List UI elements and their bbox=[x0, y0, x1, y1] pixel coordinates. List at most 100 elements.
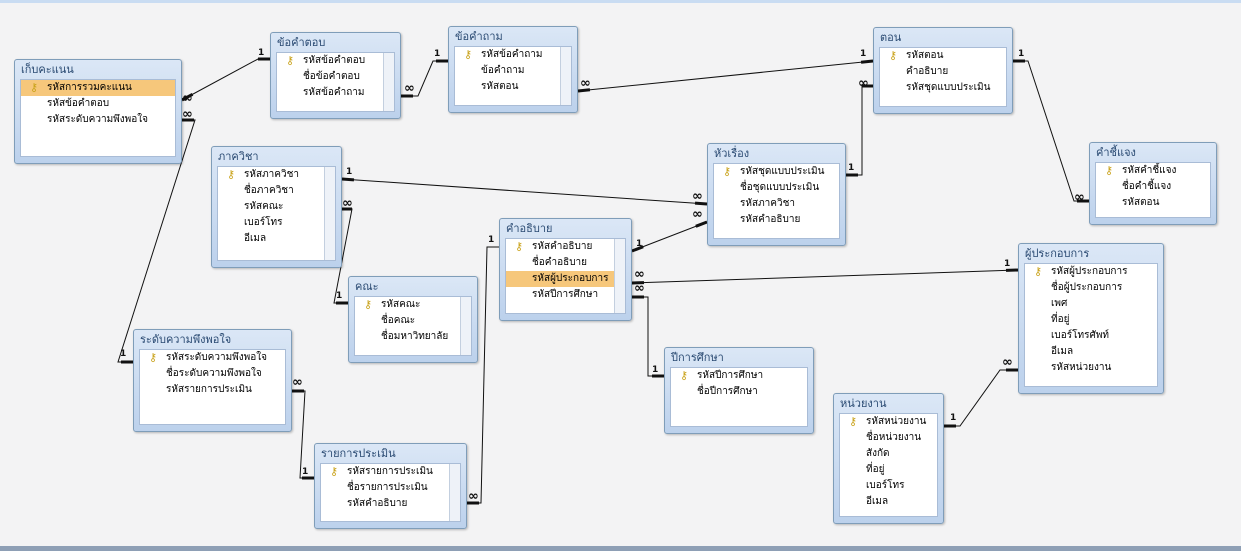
table-title[interactable]: ภาควิชา bbox=[218, 150, 259, 163]
field-row[interactable]: รหัสตอน bbox=[1096, 195, 1210, 211]
table-title[interactable]: คำอธิบาย bbox=[506, 222, 553, 235]
field-list[interactable]: ⚷รหัสภาควิชาชื่อภาควิชารหัสคณะเบอร์โทรอี… bbox=[217, 166, 336, 261]
primary-key-field[interactable]: ⚷รหัสคำอธิบาย bbox=[506, 239, 625, 255]
field-list-scrollbar[interactable] bbox=[460, 297, 471, 355]
field-row[interactable]: เพศ bbox=[1025, 296, 1157, 312]
field-list[interactable]: ⚷รหัสรายการประเมินชื่อรายการประเมินรหัสค… bbox=[320, 463, 461, 522]
table-explain[interactable]: คำชี้แจง ⚷รหัสคำชี้แจงชื่อคำชี้แจงรหัสตอน bbox=[1089, 142, 1217, 225]
table-title[interactable]: หัวเรื่อง bbox=[714, 147, 750, 160]
primary-key-field[interactable]: ⚷รหัสผู้ประกอบการ bbox=[1025, 264, 1157, 280]
field-row[interactable]: รหัสผู้ประกอบการ bbox=[506, 271, 625, 287]
field-row[interactable]: เบอร์โทร bbox=[840, 478, 937, 494]
table-title[interactable]: คำชี้แจง bbox=[1096, 146, 1136, 159]
field-row[interactable]: ชื่อคณะ bbox=[355, 313, 471, 329]
field-row[interactable]: รหัสภาควิชา bbox=[714, 196, 839, 212]
field-row[interactable]: ที่อยู่ bbox=[840, 462, 937, 478]
relationship-line-topic-section[interactable] bbox=[846, 85, 873, 176]
field-row[interactable]: รหัสข้อคำถาม bbox=[277, 85, 394, 101]
field-row[interactable]: รหัสรายการประเมิน bbox=[140, 382, 285, 398]
primary-key-field[interactable]: ⚷รหัสภาควิชา bbox=[218, 167, 335, 183]
field-list[interactable]: ⚷รหัสคณะชื่อคณะชื่อมหาวิทยาลัย bbox=[354, 296, 472, 356]
primary-key-field[interactable]: ⚷รหัสหน่วยงาน bbox=[840, 414, 937, 430]
relationship-line-section-question[interactable] bbox=[577, 60, 874, 92]
table-title[interactable]: ผู้ประกอบการ bbox=[1025, 247, 1090, 260]
field-row[interactable]: รหัสคณะ bbox=[218, 199, 335, 215]
field-list-scrollbar[interactable] bbox=[560, 47, 571, 105]
table-department[interactable]: ภาควิชา ⚷รหัสภาควิชาชื่อภาควิชารหัสคณะเบอ… bbox=[211, 146, 342, 268]
field-row[interactable]: ชื่อรายการประเมิน bbox=[321, 480, 460, 496]
field-row[interactable]: ชื่อชุดแบบประเมิน bbox=[714, 180, 839, 196]
field-row[interactable]: อีเมล bbox=[218, 231, 335, 247]
field-list[interactable]: ⚷รหัสการรวมคะแนนรหัสข้อคำตอบรหัสระดับควา… bbox=[20, 79, 176, 157]
primary-key-field[interactable]: ⚷รหัสตอน bbox=[880, 48, 1006, 64]
table-description[interactable]: คำอธิบาย ⚷รหัสคำอธิบายชื่อคำอธิบายรหัสผู้… bbox=[499, 218, 632, 321]
field-row[interactable]: ชื่อผู้ประกอบการ bbox=[1025, 280, 1157, 296]
primary-key-field[interactable]: ⚷รหัสปีการศึกษา bbox=[671, 368, 807, 384]
primary-key-field[interactable]: ⚷รหัสคำชี้แจง bbox=[1096, 163, 1210, 179]
field-row[interactable]: ชื่อระดับความพึงพอใจ bbox=[140, 366, 285, 382]
table-academicyear[interactable]: ปีการศึกษา ⚷รหัสปีการศึกษาชื่อปีการศึกษา bbox=[664, 347, 814, 434]
field-list-scrollbar[interactable] bbox=[614, 239, 625, 313]
field-list[interactable]: ⚷รหัสชุดแบบประเมินชื่อชุดแบบประเมินรหัสภ… bbox=[713, 163, 840, 239]
table-faculty[interactable]: คณะ ⚷รหัสคณะชื่อคณะชื่อมหาวิทยาลัย bbox=[348, 276, 478, 363]
field-row[interactable]: รหัสตอน bbox=[455, 79, 571, 95]
table-title[interactable]: ข้อคำถาม bbox=[455, 30, 503, 43]
table-title[interactable]: ข้อคำตอบ bbox=[277, 36, 326, 49]
field-row[interactable]: ชื่อข้อคำตอบ bbox=[277, 69, 394, 85]
relationship-line-section-explain[interactable] bbox=[1013, 60, 1089, 202]
table-title[interactable]: เก็บคะแนน bbox=[21, 63, 74, 76]
table-title[interactable]: ระดับความพึงพอใจ bbox=[140, 333, 232, 346]
field-list[interactable]: ⚷รหัสผู้ประกอบการชื่อผู้ประกอบการเพศที่อ… bbox=[1024, 263, 1158, 387]
relationship-line-entrepreneur-description[interactable] bbox=[631, 269, 1019, 284]
field-row[interactable]: เบอร์โทรศัพท์ bbox=[1025, 328, 1157, 344]
table-title[interactable]: ตอน bbox=[880, 31, 902, 44]
table-title[interactable]: รายการประเมิน bbox=[321, 447, 396, 460]
field-list-scrollbar[interactable] bbox=[383, 53, 394, 111]
field-list[interactable]: ⚷รหัสคำอธิบายชื่อคำอธิบายรหัสผู้ประกอบกา… bbox=[505, 238, 626, 314]
field-row[interactable]: ชื่อหน่วยงาน bbox=[840, 430, 937, 446]
field-list-scrollbar[interactable] bbox=[324, 167, 335, 260]
table-topic[interactable]: หัวเรื่อง ⚷รหัสชุดแบบประเมินชื่อชุดแบบประ… bbox=[707, 143, 846, 246]
field-list[interactable]: ⚷รหัสคำชี้แจงชื่อคำชี้แจงรหัสตอน bbox=[1095, 162, 1211, 218]
table-entrepreneur[interactable]: ผู้ประกอบการ ⚷รหัสผู้ประกอบการชื่อผู้ประก… bbox=[1018, 243, 1164, 394]
primary-key-field[interactable]: ⚷รหัสคณะ bbox=[355, 297, 471, 313]
field-row[interactable]: รหัสชุดแบบประเมิน bbox=[880, 80, 1006, 96]
field-row[interactable]: รหัสคำอธิบาย bbox=[321, 496, 460, 512]
field-row[interactable]: รหัสคำอธิบาย bbox=[714, 212, 839, 228]
table-evalitem[interactable]: รายการประเมิน ⚷รหัสรายการประเมินชื่อรายกา… bbox=[314, 443, 467, 529]
table-answer[interactable]: ข้อคำตอบ ⚷รหัสข้อคำตอบชื่อข้อคำตอบรหัสข้อ… bbox=[270, 32, 401, 119]
field-row[interactable]: รหัสระดับความพึงพอใจ bbox=[21, 112, 175, 128]
table-title[interactable]: หน่วยงาน bbox=[840, 397, 887, 410]
field-row[interactable]: สังกัด bbox=[840, 446, 937, 462]
field-list[interactable]: ⚷รหัสหน่วยงานชื่อหน่วยงานสังกัดที่อยู่เบ… bbox=[839, 413, 938, 517]
field-row[interactable]: ข้อคำถาม bbox=[455, 63, 571, 79]
field-row[interactable]: รหัสหน่วยงาน bbox=[1025, 360, 1157, 376]
field-list[interactable]: ⚷รหัสตอนคำอธิบายรหัสชุดแบบประเมิน bbox=[879, 47, 1007, 107]
primary-key-field[interactable]: ⚷รหัสข้อคำตอบ bbox=[277, 53, 394, 69]
field-row[interactable]: รหัสข้อคำตอบ bbox=[21, 96, 175, 112]
field-list-scrollbar[interactable] bbox=[449, 464, 460, 521]
field-row[interactable]: อีเมล bbox=[840, 494, 937, 510]
table-section[interactable]: ตอน ⚷รหัสตอนคำอธิบายรหัสชุดแบบประเมิน bbox=[873, 27, 1013, 114]
field-row[interactable]: เบอร์โทร bbox=[218, 215, 335, 231]
table-title[interactable]: ปีการศึกษา bbox=[671, 351, 724, 364]
primary-key-field[interactable]: ⚷รหัสข้อคำถาม bbox=[455, 47, 571, 63]
field-row[interactable]: ชื่อมหาวิทยาลัย bbox=[355, 329, 471, 345]
table-title[interactable]: คณะ bbox=[355, 280, 379, 293]
field-list[interactable]: ⚷รหัสข้อคำตอบชื่อข้อคำตอบรหัสข้อคำถาม bbox=[276, 52, 395, 112]
table-satisfaction[interactable]: ระดับความพึงพอใจ ⚷รหัสระดับความพึงพอใจชื่… bbox=[133, 329, 292, 432]
relationship-line-description-topic[interactable] bbox=[631, 221, 708, 252]
field-list[interactable]: ⚷รหัสข้อคำถามข้อคำถามรหัสตอน bbox=[454, 46, 572, 106]
field-list[interactable]: ⚷รหัสระดับความพึงพอใจชื่อระดับความพึงพอใ… bbox=[139, 349, 286, 425]
field-row[interactable]: ชื่อคำอธิบาย bbox=[506, 255, 625, 271]
field-list[interactable]: ⚷รหัสปีการศึกษาชื่อปีการศึกษา bbox=[670, 367, 808, 427]
field-row[interactable]: ที่อยู่ bbox=[1025, 312, 1157, 328]
table-question[interactable]: ข้อคำถาม⚷รหัสข้อคำถามข้อคำถามรหัสตอน bbox=[448, 26, 578, 113]
primary-key-field[interactable]: ⚷รหัสชุดแบบประเมิน bbox=[714, 164, 839, 180]
field-row[interactable]: ชื่อภาควิชา bbox=[218, 183, 335, 199]
relationship-line-academicyear-description[interactable] bbox=[632, 296, 664, 377]
table-score[interactable]: เก็บคะแนน ⚷รหัสการรวมคะแนนรหัสข้อคำตอบรหั… bbox=[14, 59, 182, 164]
primary-key-field[interactable]: ⚷รหัสการรวมคะแนน bbox=[21, 80, 175, 96]
relationship-line-answer-score[interactable] bbox=[181, 58, 270, 101]
field-row[interactable]: ชื่อคำชี้แจง bbox=[1096, 179, 1210, 195]
